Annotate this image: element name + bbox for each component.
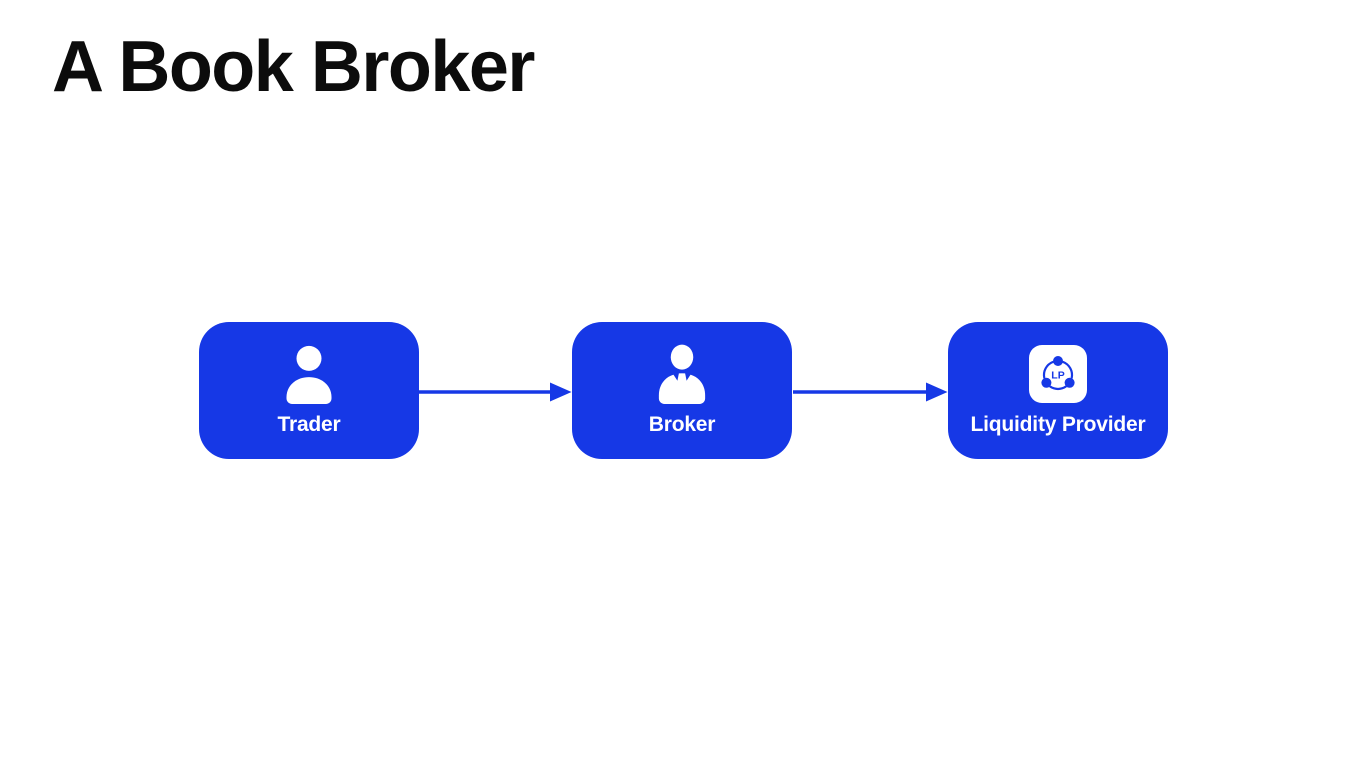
node-label: Liquidity Provider bbox=[970, 413, 1146, 436]
node-label: Trader bbox=[277, 413, 341, 436]
lp-icon-text: LP bbox=[1051, 370, 1064, 382]
broker-person-icon bbox=[652, 344, 712, 404]
connector-arrow-trader-to-broker bbox=[417, 382, 572, 402]
node-label: Broker bbox=[648, 413, 716, 436]
page-title: A Book Broker bbox=[52, 27, 535, 107]
node-liquidity-provider: LP Liquidity Provider bbox=[948, 322, 1168, 459]
node-trader: Trader bbox=[199, 322, 419, 459]
lp-badge-square: LP bbox=[1029, 345, 1087, 403]
node-broker: Broker bbox=[572, 322, 792, 459]
liquidity-network-icon: LP bbox=[1029, 344, 1087, 404]
connector-arrow-broker-to-lp bbox=[793, 382, 948, 402]
person-icon bbox=[279, 344, 339, 404]
